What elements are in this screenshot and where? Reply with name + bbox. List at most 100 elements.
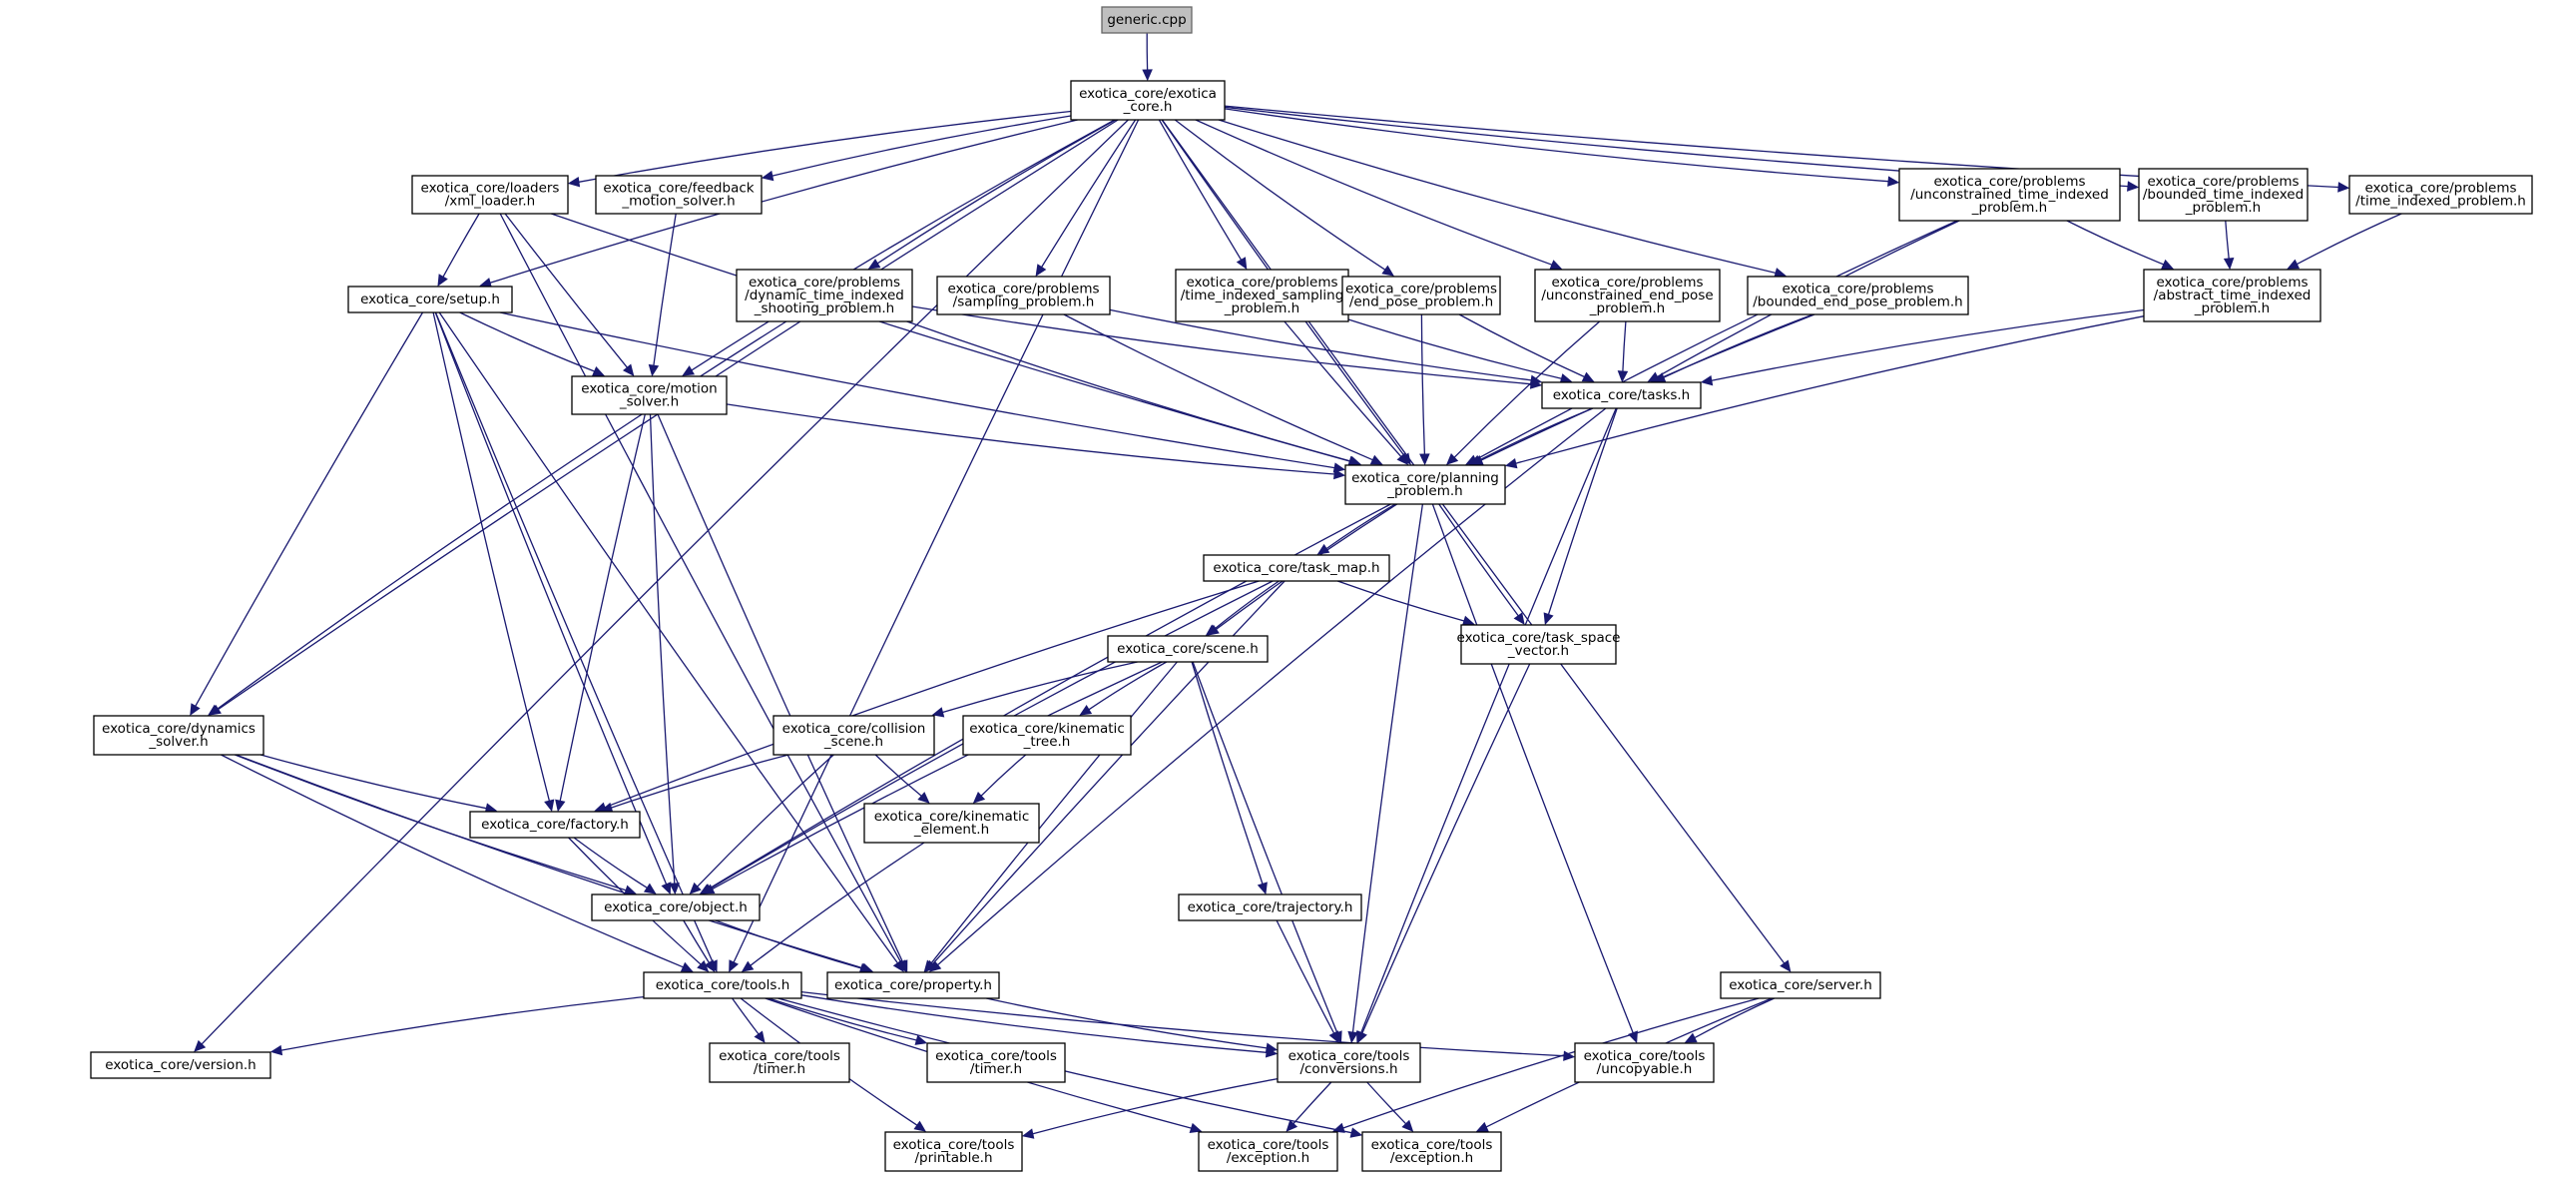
node-box-setup[interactable] — [347, 286, 513, 313]
edge-server-to-exception1 — [1342, 997, 1760, 1129]
node-collision[interactable]: exotica_core/collision_scene.h — [773, 715, 935, 756]
node-bounded_ep[interactable]: exotica_core/problems/bounded_end_pose_p… — [1747, 276, 1969, 315]
node-box-task_map[interactable] — [1203, 554, 1390, 582]
node-setup[interactable]: exotica_core/setup.h — [347, 286, 513, 313]
node-end_pose[interactable]: exotica_core/problems/end_pose_problem.h — [1341, 276, 1501, 315]
node-box-bounded_ti[interactable] — [2138, 168, 2309, 222]
node-box-printable[interactable] — [884, 1131, 1023, 1172]
node-label-unconstrained_ti-line-2: _problem.h — [1971, 200, 2047, 216]
node-property[interactable]: exotica_core/property.h — [826, 971, 1000, 999]
node-box-dyn_ti_shooting[interactable] — [736, 269, 913, 322]
node-task_space[interactable]: exotica_core/task_space_vector.h — [1457, 624, 1621, 665]
node-core[interactable]: exotica_core/exotica_core.h — [1070, 80, 1226, 121]
node-generic[interactable]: generic.cpp — [1101, 6, 1193, 34]
node-box-conversions[interactable] — [1277, 1042, 1421, 1083]
node-box-kin_element[interactable] — [863, 803, 1040, 844]
node-box-scene[interactable] — [1107, 635, 1269, 663]
node-box-version[interactable] — [90, 1051, 271, 1079]
node-label-uncopyable-line-1: /uncopyable.h — [1597, 1061, 1693, 1077]
node-xmlloader[interactable]: exotica_core/loaders/xml_loader.h — [411, 175, 569, 215]
node-unconstrained_ti[interactable]: exotica_core/problems/unconstrained_time… — [1898, 168, 2121, 222]
node-unconstrained_ep[interactable]: exotica_core/problems/unconstrained_end_… — [1534, 269, 1721, 322]
node-label-dyn_ti_shooting-line-2: _shooting_problem.h — [754, 300, 894, 316]
edge-ti_sampling-to-tasks — [1347, 318, 1562, 379]
edge-scene-to-kin_tree — [1088, 661, 1168, 711]
node-box-abstract_ti[interactable] — [2143, 269, 2321, 322]
node-box-dynamics[interactable] — [93, 715, 264, 756]
edge-object-to-property — [715, 919, 861, 969]
node-box-exception2[interactable] — [1361, 1131, 1502, 1172]
node-ti_sampling[interactable]: exotica_core/problems/time_indexed_sampl… — [1175, 269, 1349, 322]
edge-collision-to-factory — [611, 754, 789, 809]
node-label-sampling-line-1: /sampling_problem.h — [953, 295, 1095, 310]
node-timer1[interactable]: exotica_core/tools/timer.h — [709, 1042, 850, 1083]
node-label-feedback-line-1: _motion_solver.h — [621, 194, 735, 210]
node-box-sampling[interactable] — [936, 276, 1111, 315]
arrowhead-task_map-to-scene — [1205, 624, 1219, 636]
node-exception2[interactable]: exotica_core/tools/exception.h — [1361, 1131, 1502, 1172]
node-box-collision[interactable] — [773, 715, 935, 756]
node-trajectory[interactable]: exotica_core/trajectory.h — [1178, 893, 1362, 921]
node-time_indexed[interactable]: exotica_core/problems/time_indexed_probl… — [2348, 175, 2533, 215]
arrowhead-xmlloader-to-setup — [437, 274, 448, 288]
node-box-generic[interactable] — [1101, 6, 1193, 34]
node-abstract_ti[interactable]: exotica_core/problems/abstract_time_inde… — [2143, 269, 2321, 322]
node-label-exception2-line-0: exotica_core/tools — [1371, 1137, 1493, 1153]
node-box-unconstrained_ep[interactable] — [1534, 269, 1721, 322]
node-box-tasks[interactable] — [1541, 381, 1702, 409]
node-box-property[interactable] — [826, 971, 1000, 999]
node-box-time_indexed[interactable] — [2348, 175, 2533, 215]
node-box-timer1[interactable] — [709, 1042, 850, 1083]
node-box-motion_solver[interactable] — [571, 375, 728, 415]
node-box-ti_sampling[interactable] — [1175, 269, 1349, 322]
node-label-planning-line-0: exotica_core/planning — [1351, 470, 1499, 486]
node-server[interactable]: exotica_core/server.h — [1720, 971, 1881, 999]
node-conversions[interactable]: exotica_core/tools/conversions.h — [1277, 1042, 1421, 1083]
node-sampling[interactable]: exotica_core/problems/sampling_problem.h — [936, 276, 1111, 315]
node-timer2[interactable]: exotica_core/tools/timer.h — [926, 1042, 1066, 1083]
node-uncopyable[interactable]: exotica_core/tools/uncopyable.h — [1574, 1042, 1715, 1083]
node-box-end_pose[interactable] — [1341, 276, 1501, 315]
node-feedback[interactable]: exotica_core/feedback_motion_solver.h — [595, 175, 763, 215]
edge-core-to-bounded_ep — [1218, 119, 1777, 275]
node-box-kin_tree[interactable] — [962, 715, 1132, 756]
node-planning[interactable]: exotica_core/planning_problem.h — [1344, 464, 1506, 505]
node-factory[interactable]: exotica_core/factory.h — [469, 811, 641, 839]
node-box-core[interactable] — [1070, 80, 1226, 121]
arrowhead-setup-to-dynamics — [190, 703, 201, 717]
node-box-factory[interactable] — [469, 811, 641, 839]
node-box-task_space[interactable] — [1460, 624, 1617, 665]
node-label-time_indexed-line-1: /time_indexed_problem.h — [2355, 194, 2526, 210]
node-kin_tree[interactable]: exotica_core/kinematic_tree.h — [962, 715, 1132, 756]
edge-tasks-to-conversions — [1360, 407, 1617, 1033]
node-label-core-line-0: exotica_core/exotica — [1079, 86, 1217, 102]
edge-scene-to-trajectory — [1191, 661, 1264, 885]
node-object[interactable]: exotica_core/object.h — [591, 893, 761, 921]
node-box-trajectory[interactable] — [1178, 893, 1362, 921]
node-scene[interactable]: exotica_core/scene.h — [1107, 635, 1269, 663]
node-dyn_ti_shooting[interactable]: exotica_core/problems/dynamic_time_index… — [736, 269, 913, 322]
node-box-server[interactable] — [1720, 971, 1881, 999]
node-task_map[interactable]: exotica_core/task_map.h — [1203, 554, 1390, 582]
node-box-bounded_ep[interactable] — [1747, 276, 1969, 315]
node-version[interactable]: exotica_core/version.h — [90, 1051, 271, 1079]
node-motion_solver[interactable]: exotica_core/motion_solver.h — [571, 375, 728, 415]
node-box-uncopyable[interactable] — [1574, 1042, 1715, 1083]
node-box-xmlloader[interactable] — [411, 175, 569, 215]
node-exception1[interactable]: exotica_core/tools/exception.h — [1198, 1131, 1338, 1172]
node-label-factory-line-0: exotica_core/factory.h — [481, 817, 629, 833]
node-box-planning[interactable] — [1344, 464, 1506, 505]
node-box-feedback[interactable] — [595, 175, 763, 215]
node-box-unconstrained_ti[interactable] — [1898, 168, 2121, 222]
node-dynamics[interactable]: exotica_core/dynamics_solver.h — [93, 715, 264, 756]
node-tasks[interactable]: exotica_core/tasks.h — [1541, 381, 1702, 409]
node-bounded_ti[interactable]: exotica_core/problems/bounded_time_index… — [2138, 168, 2309, 222]
node-box-object[interactable] — [591, 893, 761, 921]
node-box-tools[interactable] — [643, 971, 802, 999]
node-printable[interactable]: exotica_core/tools/printable.h — [884, 1131, 1023, 1172]
node-kin_element[interactable]: exotica_core/kinematic_element.h — [863, 803, 1040, 844]
node-label-trajectory-line-0: exotica_core/trajectory.h — [1188, 899, 1353, 915]
node-box-exception1[interactable] — [1198, 1131, 1338, 1172]
node-box-timer2[interactable] — [926, 1042, 1066, 1083]
node-tools[interactable]: exotica_core/tools.h — [643, 971, 802, 999]
